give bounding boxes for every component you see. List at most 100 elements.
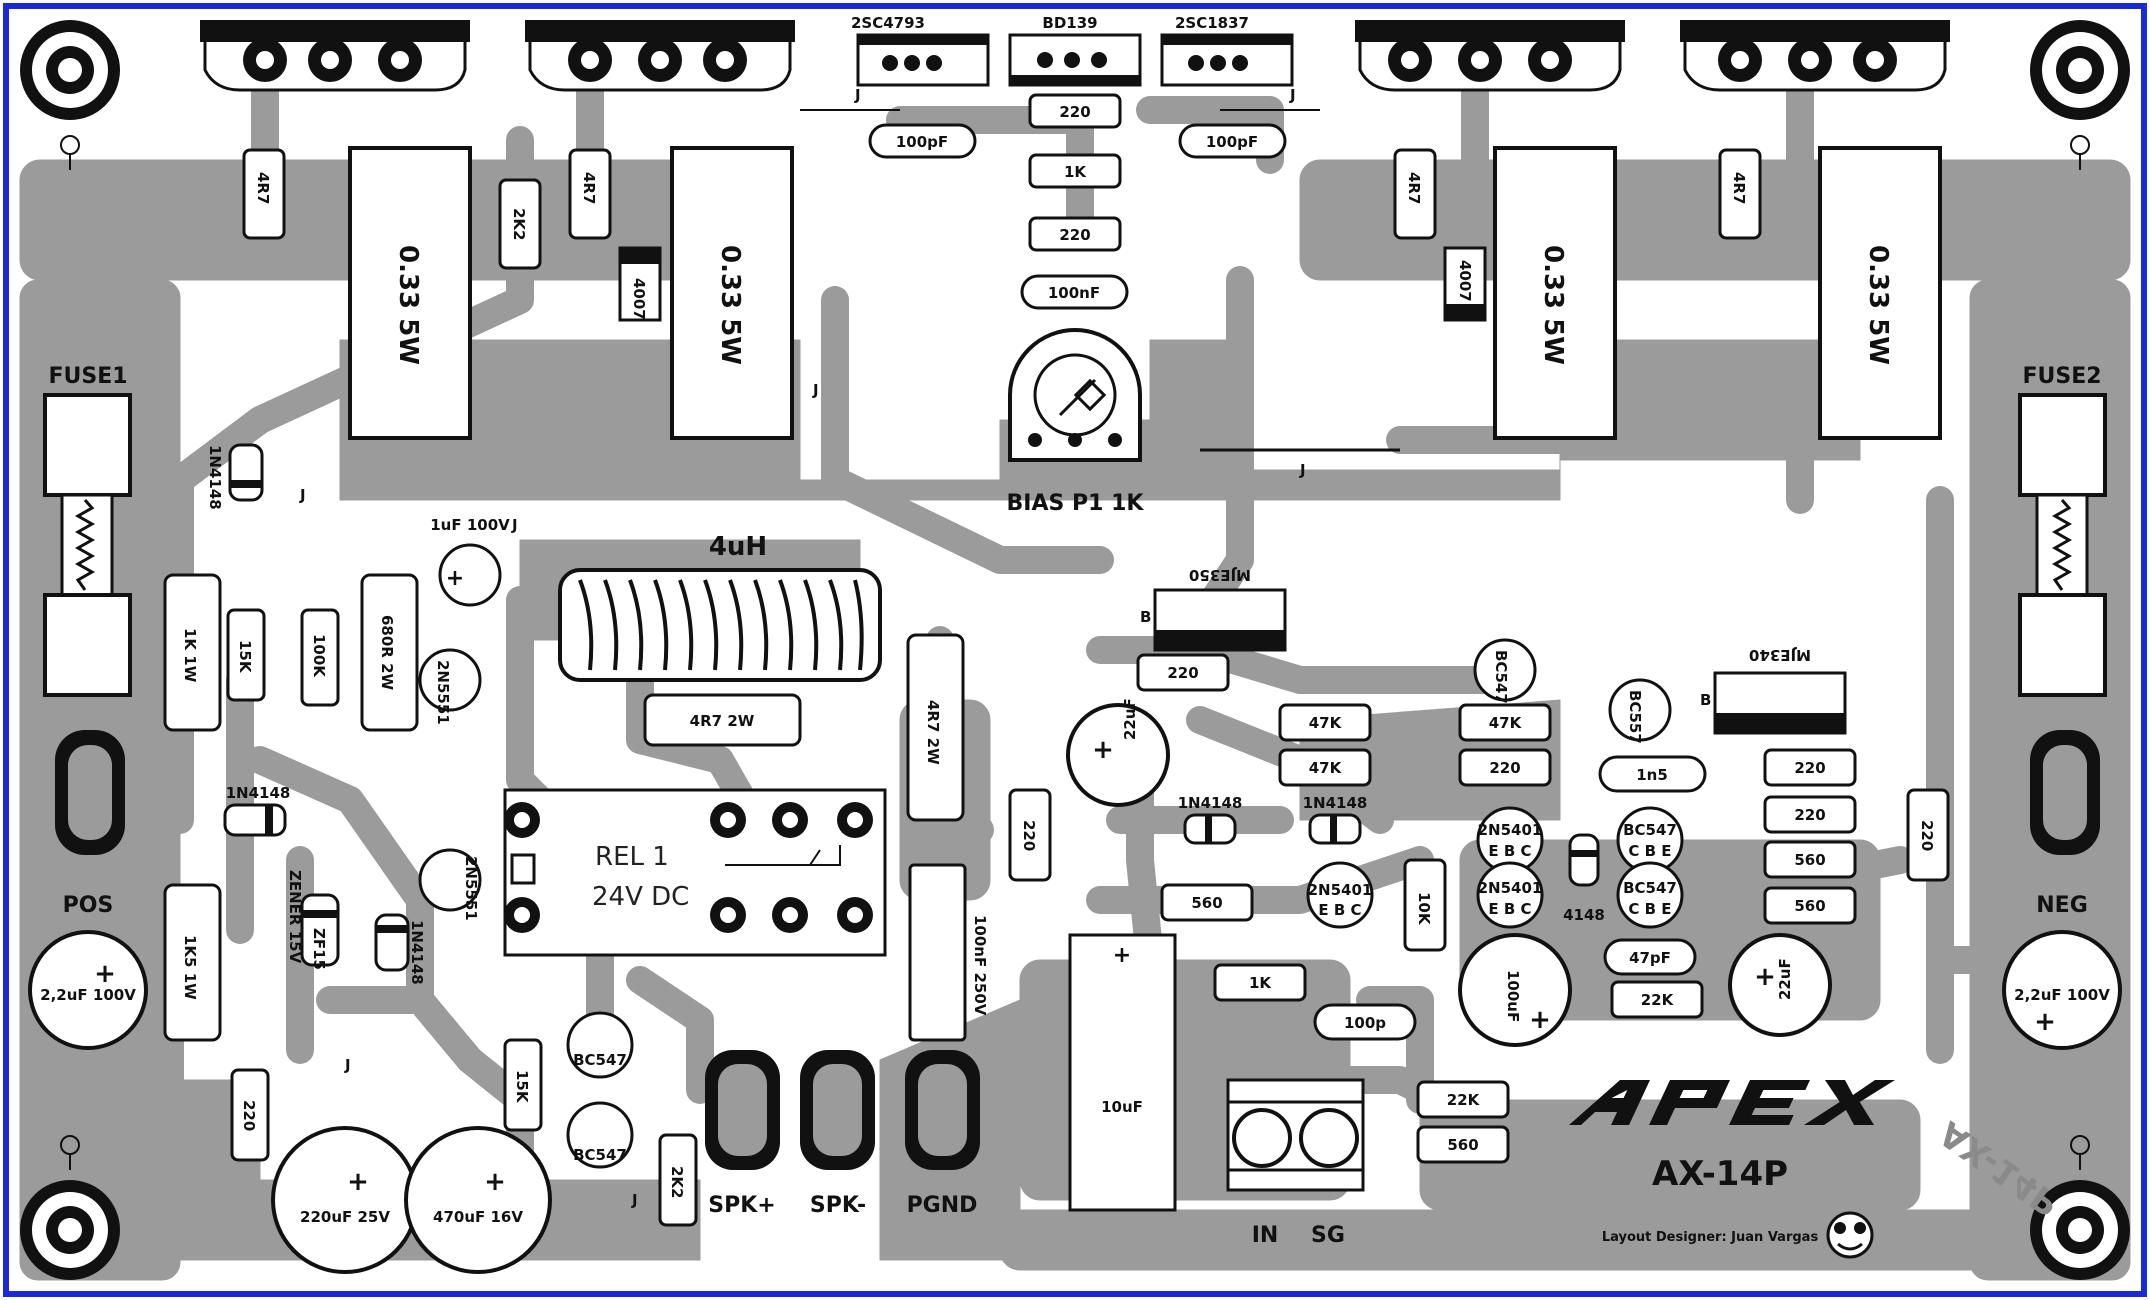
capacitor-220uf: + 220uF 25V <box>271 1126 419 1274</box>
capacitor-label: 2,2uF 100V <box>40 986 136 1004</box>
resistor-label: 1K 1W <box>181 628 199 683</box>
resistor-label: 4R7 <box>254 172 272 204</box>
apex-logo <box>1569 1080 1895 1125</box>
resistor-220-r1: 220 <box>1763 748 1857 787</box>
resistor-47k-2: 47K <box>1458 703 1552 742</box>
transistor-bd139 <box>1008 33 1142 87</box>
resistor-label: 47K <box>1489 714 1523 732</box>
output-transistor-3 <box>1355 20 1625 92</box>
jumper-label: J <box>1299 461 1306 479</box>
transistor-label: BC547 <box>1623 879 1677 897</box>
resistor-2k2-bottom: 2K2 <box>658 1133 698 1227</box>
transistor-bc557-vas: BC557 <box>1608 678 1672 744</box>
capacitor-100uf: 100uF + <box>1458 933 1572 1047</box>
resistor-4r7-3: 4R7 <box>1393 148 1437 240</box>
resistor-label: 220 <box>1059 103 1090 121</box>
jumper-label: J <box>299 486 306 504</box>
hole-bottom-right <box>2030 1180 2130 1280</box>
resistor-label: 220 <box>240 1100 258 1131</box>
transistor-label: BC547 <box>573 1051 627 1069</box>
plus-sign: + <box>347 1167 369 1197</box>
relay: REL 1 24V DC <box>503 788 887 957</box>
transistor-bc547-left-lower: BC547 <box>566 1101 634 1169</box>
center-jumpers: J J J J <box>812 86 1400 479</box>
resistor-label: 1K <box>1249 974 1272 992</box>
diode-4007-right: 4007 <box>1443 246 1487 322</box>
resistor-label: 4R7 <box>1405 172 1423 204</box>
transistor-label: 2N5401 <box>1478 821 1543 839</box>
plus-sign: + <box>1529 1005 1551 1035</box>
diode-label: 4007 <box>630 278 648 320</box>
fuse-2-label: FUSE2 <box>2022 364 2101 389</box>
output-transistors <box>200 20 1950 92</box>
inductor-coil <box>558 568 882 682</box>
diode-label: 1N4148 <box>408 920 426 985</box>
neg-label: NEG <box>2036 893 2088 918</box>
pgnd-label: PGND <box>907 1193 978 1218</box>
designer-credit: Layout Designer: Juan Vargas <box>1602 1230 1819 1245</box>
resistor-1k-input: 1K <box>1213 963 1307 1002</box>
resistor-22k-2: 22K <box>1416 1080 1510 1119</box>
capacitor-100nf-top: 100nF <box>1020 274 1129 310</box>
capacitor-100p-input: 100p <box>1313 1003 1417 1041</box>
resistor-4r7-4: 4R7 <box>1718 148 1762 240</box>
capacitor-label: 1n5 <box>1636 766 1668 784</box>
transistor-bc547-left-upper: BC547 <box>566 1011 634 1079</box>
plus-sign: + <box>1092 735 1114 765</box>
transistor-2n5551-upper: 2N5551 <box>418 648 482 725</box>
capacitor-label: 470uF 16V <box>433 1208 523 1226</box>
emitter-resistor-label: 0.33 5W <box>1538 245 1568 365</box>
bias-network: 220 100pF 100pF 1K 220 100nF BI <box>800 93 1320 516</box>
transistor-bc547-b: BC547 C B E <box>1616 861 1684 929</box>
resistor-100k: 100K <box>300 608 340 707</box>
output-section: 4uH 4R7 2W 4R7 2W REL 1 24V DC <box>503 532 1052 1218</box>
emitter-resistor-label: 0.33 5W <box>393 245 423 365</box>
resistor-label: 2K2 <box>510 208 528 241</box>
resistor-label: 47K <box>1309 759 1343 777</box>
diode-1n4148-center-1: 1N4148 <box>1178 794 1243 845</box>
diode-label: 4148 <box>1563 906 1605 924</box>
transistor-2sc1837 <box>1160 33 1294 87</box>
plus-sign: + <box>2034 1007 2056 1037</box>
capacitor-label: 100pF <box>1206 133 1258 151</box>
capacitor-label: 1uF 100V <box>430 516 510 534</box>
transistor-label-2sc4793: 2SC4793 <box>851 14 925 32</box>
emitter-resistor-3: 0.33 5W <box>1493 146 1617 440</box>
transistor-label-2sc1837: 2SC1837 <box>1175 14 1249 32</box>
bias-trimmer-pot <box>1008 328 1142 462</box>
resistor-1k5-1w: 1K5 1W <box>163 883 222 1042</box>
resistor-label: 100K <box>310 634 328 678</box>
resistor-label: 15K <box>513 1070 531 1104</box>
resistor-22k-1: 22K <box>1610 980 1704 1019</box>
transistor-label: 2N5551 <box>462 856 480 921</box>
transistor-bc547-vas: BC547 <box>1473 638 1537 704</box>
transistor-2sc4793 <box>856 33 990 87</box>
pin-label: B <box>1140 608 1151 626</box>
resistor-label: 560 <box>1794 897 1825 915</box>
capacitor-1n5: 1n5 <box>1598 755 1707 793</box>
resistor-560-r2: 560 <box>1763 886 1857 925</box>
diode-label: 1N4148 <box>1178 794 1243 812</box>
resistor-560-center: 560 <box>1160 883 1254 922</box>
transistor-label: 2N5551 <box>434 660 452 725</box>
transistor-label-bd139: BD139 <box>1042 14 1097 32</box>
resistor-label: 22K <box>1447 1091 1481 1109</box>
capacitor-1uf-100v: + 1uF 100V <box>430 516 510 607</box>
resistor-47k-1: 47K <box>1278 703 1372 742</box>
emitter-resistor-label: 0.33 5W <box>715 245 745 365</box>
plus-sign: + <box>484 1167 506 1197</box>
fuse-1-label: FUSE1 <box>48 364 127 389</box>
capacitor-2u2-left: + 2,2uF 100V <box>28 930 148 1050</box>
transistor-label: MJE350 <box>1189 566 1251 584</box>
capacitor-label: 22uF <box>1121 698 1139 740</box>
resistor-label: 560 <box>1794 851 1825 869</box>
capacitor-label: 100nF 250V <box>971 915 989 1016</box>
bias-label: BIAS P1 1K <box>1007 491 1145 516</box>
diode-1n4148-horizontal: 1N4148 <box>223 784 290 837</box>
relay-voltage: 24V DC <box>592 882 689 912</box>
diode-1n4148-center-2: 1N4148 <box>1303 794 1367 845</box>
emitter-resistor-4: 0.33 5W <box>1818 146 1942 440</box>
resistor-label: 220 <box>1794 759 1825 777</box>
capacitor-100nf-250v: 100nF 250V <box>908 863 989 1042</box>
inductor-label: 4uH <box>709 532 767 562</box>
